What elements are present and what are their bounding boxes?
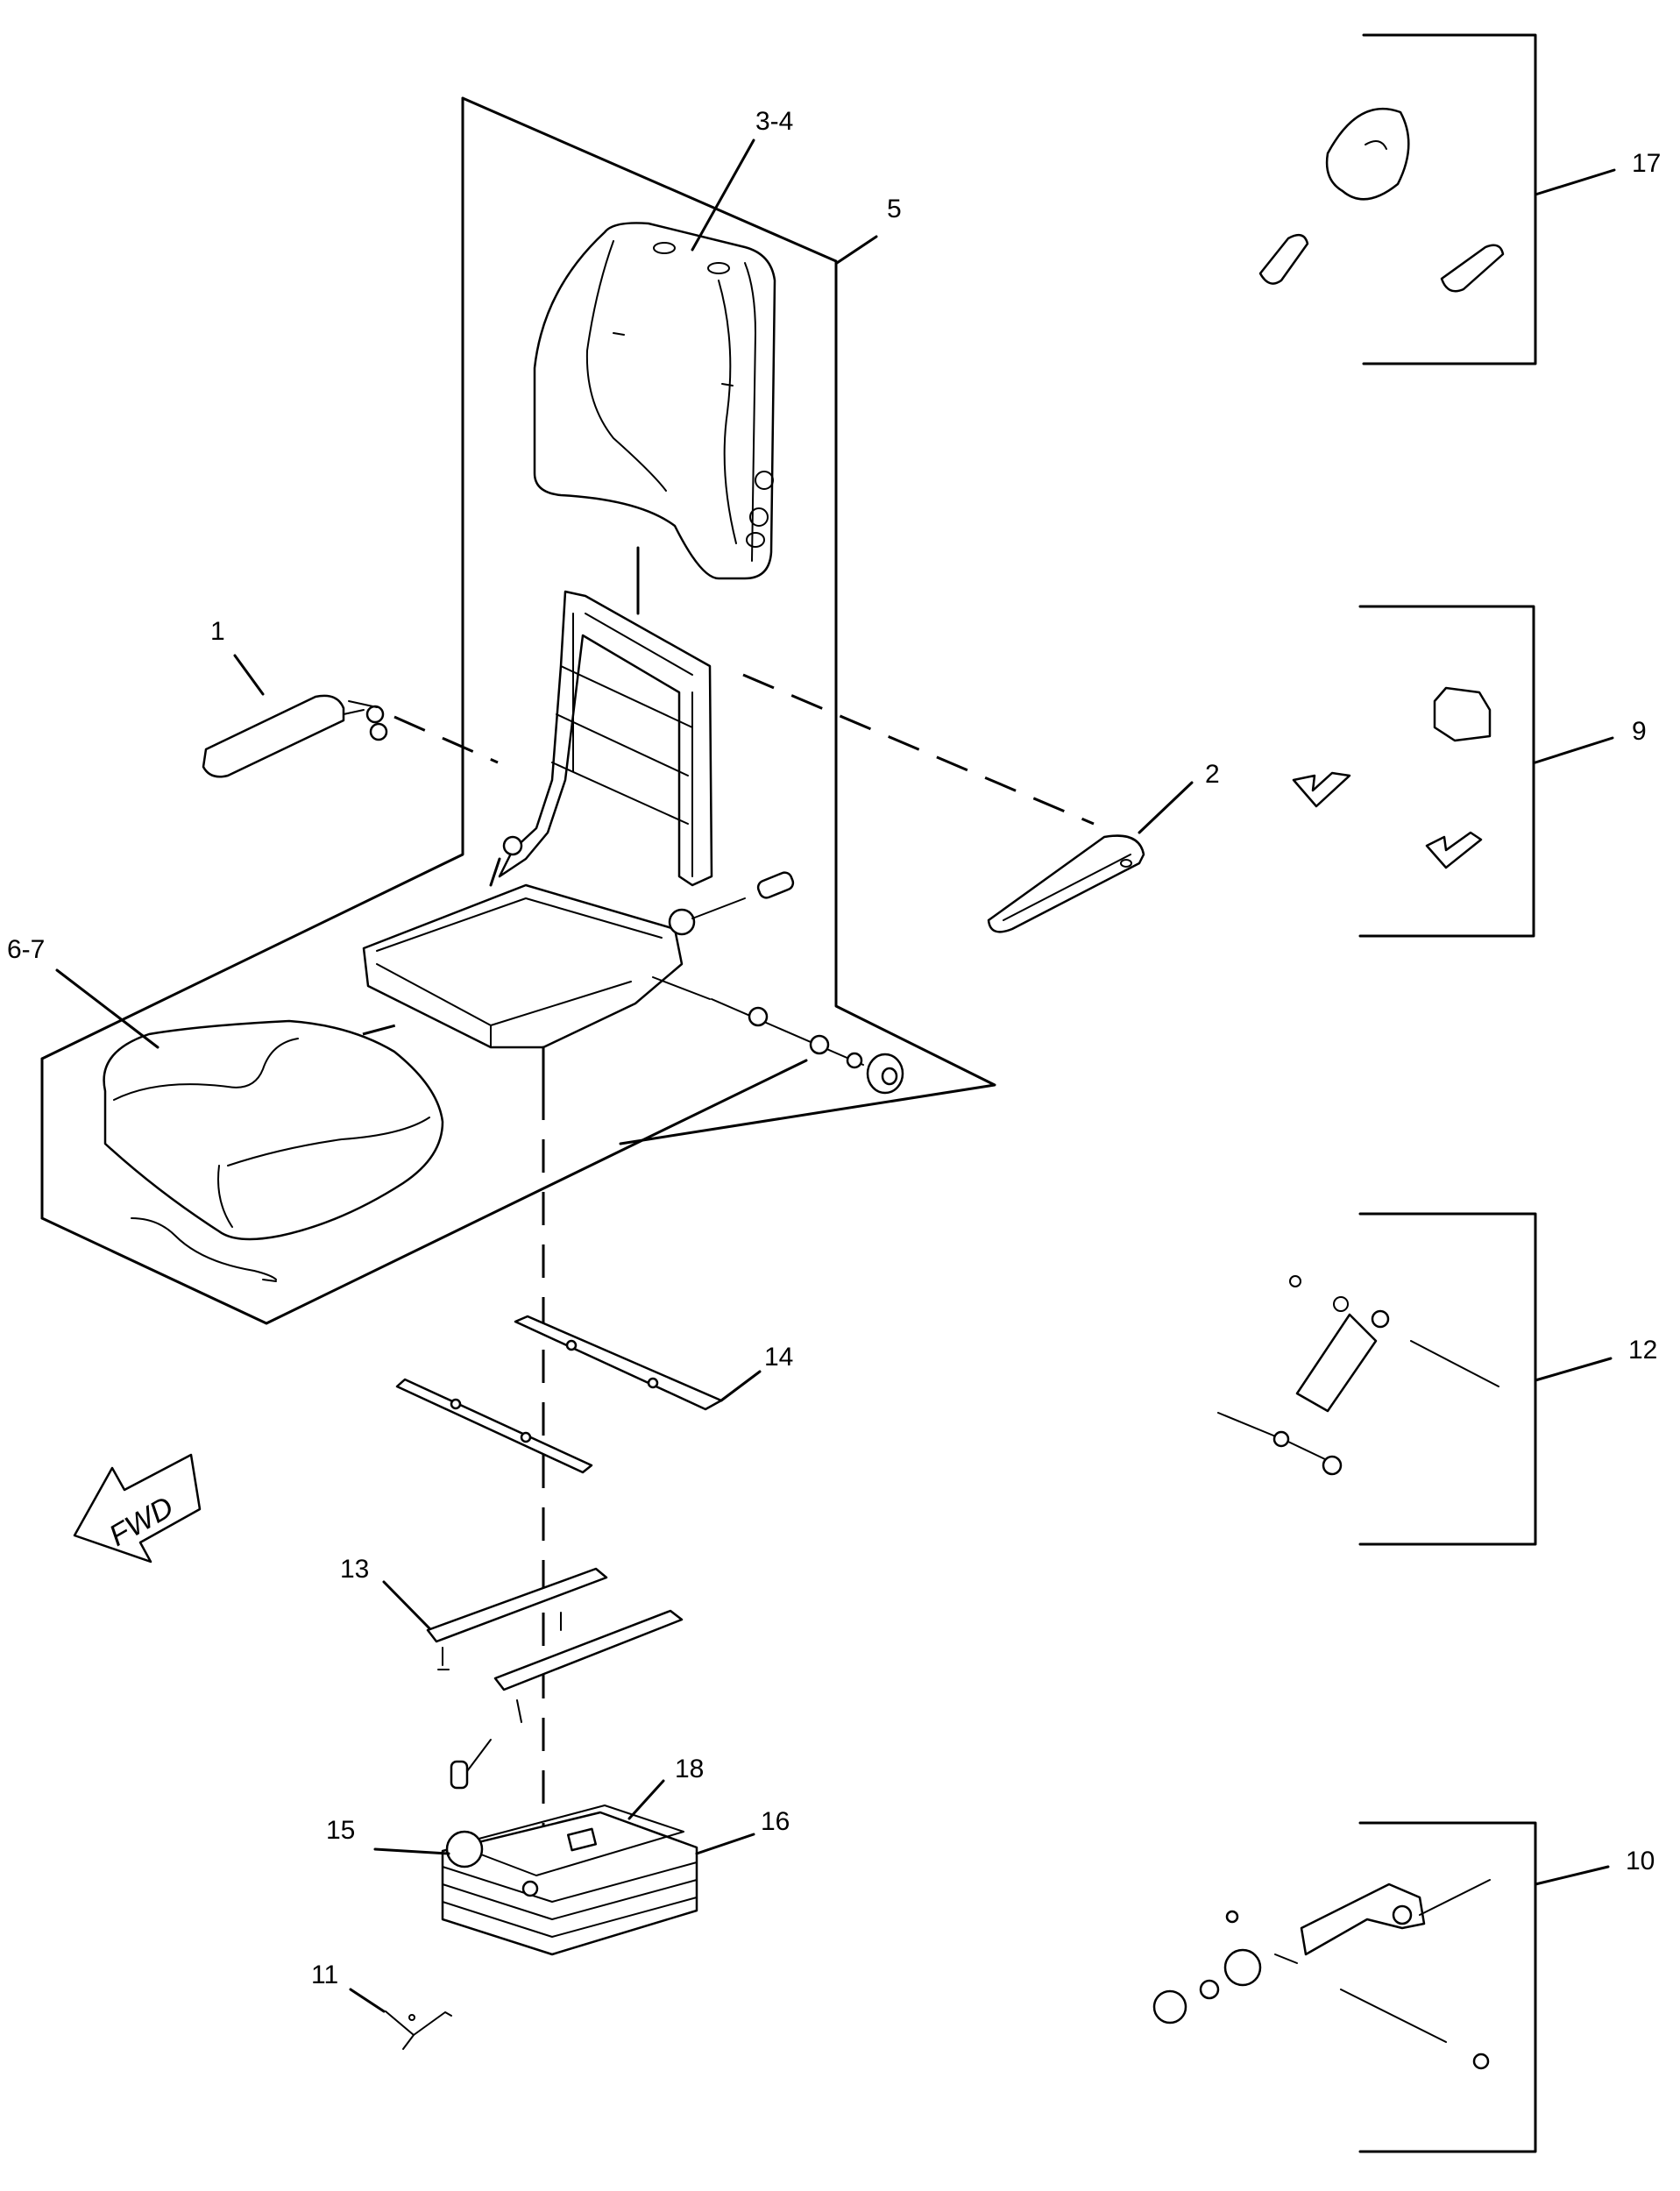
bracket-17 xyxy=(1362,33,1537,365)
callout-13: 13 xyxy=(340,1555,369,1584)
suspension-base xyxy=(441,1805,698,1956)
lever-11 xyxy=(385,2010,452,2050)
callout-labels: 1 2 3-4 5 6-7 9 10 11 12 13 14 15 16 17 … xyxy=(7,107,1661,1989)
bracket-12 xyxy=(1358,1212,1537,1546)
callout-17: 17 xyxy=(1632,149,1661,178)
detail-17-knob xyxy=(1258,107,1505,293)
callout-10: 10 xyxy=(1626,1847,1655,1875)
callout-11: 11 xyxy=(311,1961,338,1989)
callout-5: 5 xyxy=(887,195,902,223)
callout-14: 14 xyxy=(764,1343,793,1372)
pivot-rod-assembly xyxy=(652,976,904,1095)
seat-cushion xyxy=(103,1019,444,1282)
right-panel-outline xyxy=(461,96,996,1145)
seat-frame xyxy=(362,835,795,1088)
detail-10-bracket xyxy=(1152,1879,1491,2070)
right-armrest xyxy=(987,834,1145,933)
callout-18: 18 xyxy=(675,1755,704,1783)
bracket-10 xyxy=(1358,1821,1537,2153)
callout-9: 9 xyxy=(1632,717,1647,746)
backrest-cushion xyxy=(533,222,776,580)
bracket-9 xyxy=(1358,605,1535,938)
backrest-frame xyxy=(498,546,713,887)
assembly-lines xyxy=(362,673,1095,1884)
callout-6-7: 6-7 xyxy=(7,935,45,964)
callout-3-4: 3-4 xyxy=(755,107,793,136)
left-armrest xyxy=(202,694,388,778)
callout-12: 12 xyxy=(1628,1336,1657,1365)
forward-direction-arrow: FWD xyxy=(73,1453,202,1563)
detail-9-parts xyxy=(1292,686,1492,869)
callout-16: 16 xyxy=(761,1807,790,1836)
slide-rails-14 xyxy=(395,1315,723,1474)
detail-12-shock xyxy=(1217,1275,1499,1476)
callout-2: 2 xyxy=(1205,760,1220,789)
callout-15: 15 xyxy=(326,1816,355,1845)
callout-leaders xyxy=(55,138,1616,2013)
callout-1: 1 xyxy=(210,617,225,646)
seat-slider-13 xyxy=(426,1567,684,1790)
